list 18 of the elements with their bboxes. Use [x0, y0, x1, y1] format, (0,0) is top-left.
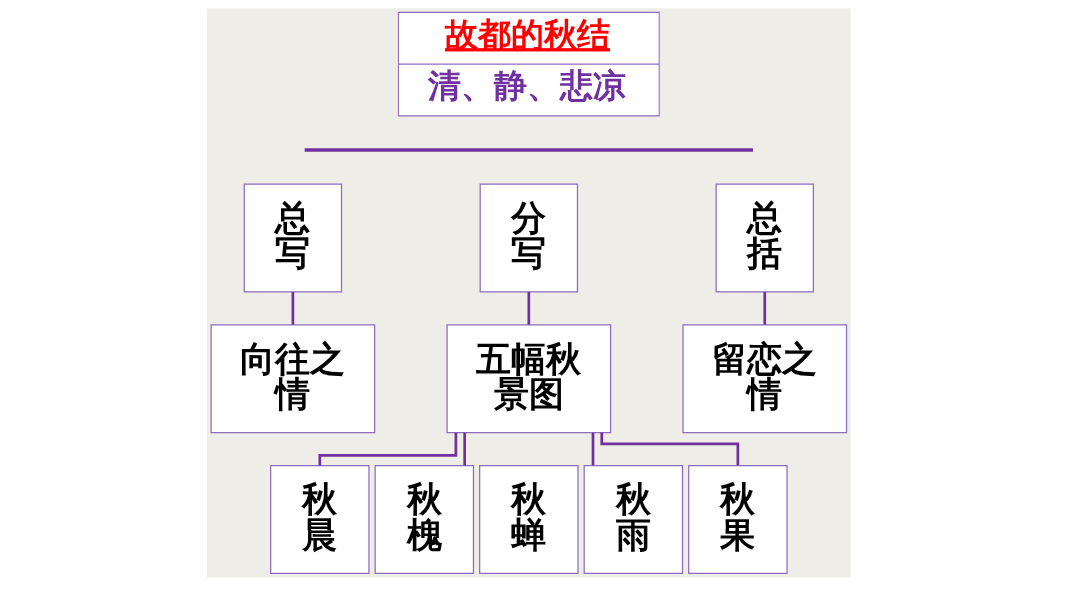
node-box: 秋槐	[374, 465, 475, 574]
connector	[763, 292, 767, 325]
connector	[527, 292, 531, 325]
connector	[463, 432, 466, 466]
node-box: 分写	[479, 183, 579, 293]
node-box: 秋晨	[270, 465, 370, 574]
node-box: 秋果	[688, 465, 788, 574]
node-box: 五幅秋景图	[446, 324, 612, 434]
node-box: 留恋之情	[682, 324, 848, 434]
node-box: 总括	[715, 183, 814, 293]
node-box: 秋蝉	[479, 465, 579, 574]
node-box: 总写	[243, 183, 343, 293]
node-box: 秋雨	[583, 465, 684, 574]
connector	[591, 432, 595, 466]
connector	[318, 432, 458, 466]
connector	[291, 292, 295, 325]
connector	[600, 432, 740, 466]
node-box: 向往之情	[210, 324, 376, 434]
